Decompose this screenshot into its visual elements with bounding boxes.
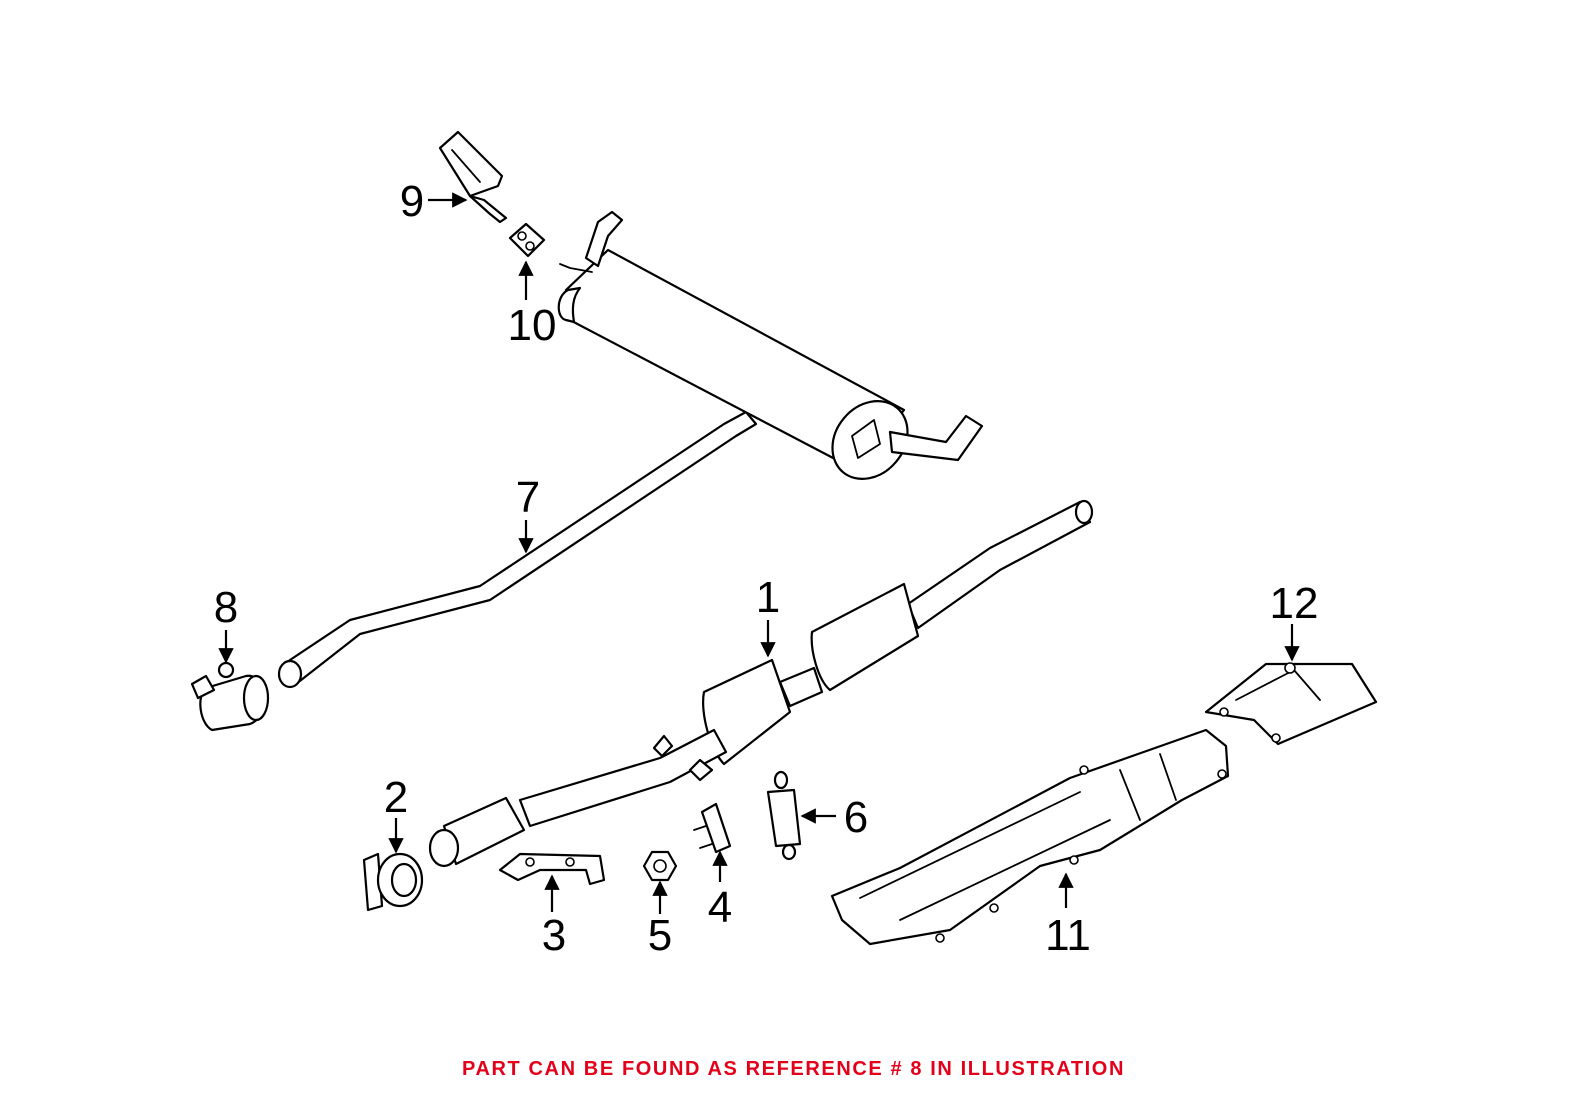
callout-3: 3	[542, 911, 566, 960]
part-11-heat-shield	[830, 728, 1230, 946]
callout-11: 11	[1045, 911, 1091, 960]
callout-labels: 9 10 7 8 1 2 3 5 4 6 11 12	[214, 177, 1319, 960]
reference-note: PART CAN BE FOUND AS REFERENCE # 8 IN IL…	[462, 1058, 1125, 1080]
callout-6: 6	[844, 793, 868, 842]
part-6-insulator	[766, 770, 802, 861]
leader-lines	[218, 192, 1300, 914]
callout-8: 8	[214, 583, 238, 632]
part-2-clamp	[362, 852, 424, 912]
callout-7: 7	[516, 473, 540, 522]
callout-12: 12	[1270, 579, 1319, 628]
part-10-gasket	[508, 222, 546, 258]
callout-9: 9	[400, 177, 424, 226]
part-3-bracket	[498, 852, 606, 886]
part-9-hanger-bracket	[438, 130, 508, 224]
part-7-muffler-and-pipe	[277, 210, 984, 689]
part-1-front-pipe-catalytic-converter	[428, 499, 1094, 868]
part-5-nut	[642, 850, 678, 882]
part-12-heat-shield	[1204, 662, 1378, 746]
callout-5: 5	[648, 911, 672, 960]
part-4-hanger	[693, 802, 732, 854]
callout-1: 1	[756, 573, 780, 622]
callout-2: 2	[384, 773, 408, 822]
callout-4: 4	[708, 883, 732, 932]
callout-10: 10	[508, 301, 557, 350]
part-8-clamp	[190, 661, 270, 732]
